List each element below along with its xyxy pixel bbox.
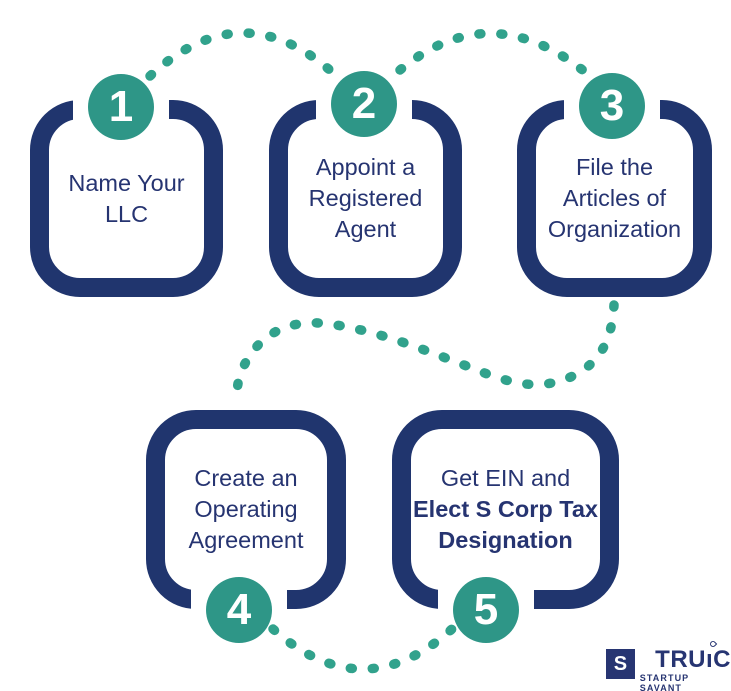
step-label-line: Organization: [547, 216, 682, 242]
step-label-line: Agent: [334, 216, 397, 242]
truic-brand-name: TRUıC: [655, 639, 731, 673]
step-number-badge-5: 5: [453, 577, 519, 643]
truic-logo-s: S: [613, 652, 628, 675]
step-number-1: 1: [108, 82, 134, 131]
step-label-line: Elect S Corp Tax: [412, 496, 598, 522]
step-number-2: 2: [351, 79, 377, 128]
step-number-badge-2: 2: [331, 71, 397, 137]
step-label-line: Registered: [308, 185, 423, 211]
connector-path-4-5: [268, 624, 457, 674]
step-number-4: 4: [226, 585, 252, 634]
step-label-line: Articles of: [562, 185, 667, 211]
step-number-badge-4: 4: [206, 577, 272, 643]
truic-logo: S TRUıC STARTUP SAVANT: [606, 639, 731, 691]
connector-path-2-3: [395, 28, 595, 81]
truic-tagline: STARTUP SAVANT: [639, 673, 690, 691]
connector-path-1-2: [145, 28, 337, 81]
step-label-line: Create an: [194, 465, 298, 491]
step-label-line: LLC: [104, 200, 149, 227]
step-number-badge-1: 1: [88, 74, 154, 140]
step-number-badge-3: 3: [579, 73, 645, 139]
step-label-line: Operating: [194, 496, 298, 522]
truic-brand-text: TRUıC: [655, 646, 731, 673]
step-label-line: Name Your: [68, 169, 185, 196]
step-number-5: 5: [473, 585, 499, 634]
truic-logo-square: S: [606, 649, 635, 679]
step-label-line: Designation: [438, 527, 573, 553]
connector-path-3-4: [232, 300, 619, 402]
step-label-line: Appoint a: [315, 154, 416, 180]
step-label-line: File the: [575, 154, 654, 180]
step-label-line: Agreement: [188, 527, 304, 553]
step-number-3: 3: [599, 81, 625, 130]
truic-logo-text-block: TRUıC STARTUP SAVANT: [639, 639, 731, 691]
step-label-line: Get EIN and: [440, 465, 571, 491]
